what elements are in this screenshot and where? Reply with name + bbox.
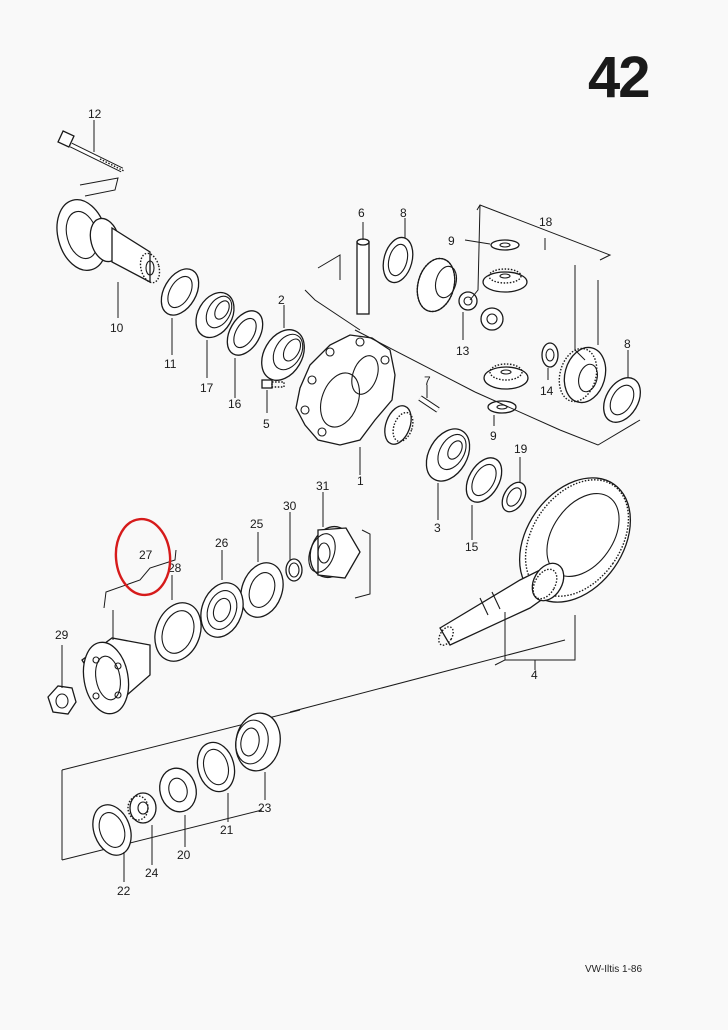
part-9-washer-bottom[interactable] (487, 400, 517, 414)
side-gear-left[interactable] (412, 254, 461, 315)
part-3-bearing[interactable] (418, 421, 479, 488)
callout-10[interactable]: 10 (110, 321, 124, 335)
callout-18[interactable]: 18 (539, 215, 553, 229)
highlight-circle-27 (114, 517, 172, 597)
part-15-ring[interactable] (459, 452, 509, 509)
callout-24[interactable]: 24 (145, 866, 159, 880)
page-number: 42 (588, 45, 650, 110)
callout-16[interactable]: 16 (228, 397, 242, 411)
callout-8-right[interactable]: 8 (624, 337, 631, 351)
part-11-ring[interactable] (154, 262, 207, 321)
part-5-screw[interactable] (261, 379, 285, 389)
part-24-bushing[interactable] (127, 792, 157, 824)
part-29-flange[interactable] (78, 637, 151, 717)
callout-9-top[interactable]: 9 (448, 234, 455, 248)
callout-15[interactable]: 15 (465, 540, 479, 554)
callout-27[interactable]: 27 (139, 548, 153, 562)
callout-7[interactable]: 7 (424, 374, 431, 388)
callout-3[interactable]: 3 (434, 521, 441, 535)
callout-8-top[interactable]: 8 (400, 206, 407, 220)
part-23-bearing[interactable] (231, 710, 284, 775)
callout-17[interactable]: 17 (200, 381, 214, 395)
part-6-shaft[interactable] (356, 238, 370, 315)
part-21-ring[interactable] (192, 738, 240, 796)
part-25-ring[interactable] (234, 557, 291, 623)
part-1-differential-housing[interactable] (295, 334, 417, 448)
callout-21[interactable]: 21 (220, 823, 234, 837)
part-26-bearing[interactable] (194, 577, 251, 643)
part-12-bolt[interactable] (57, 130, 125, 173)
callout-11[interactable]: 11 (164, 357, 177, 371)
callout-22[interactable]: 22 (117, 884, 131, 898)
callout-26[interactable]: 26 (215, 536, 229, 550)
footer-code: VW-Iltis 1-86 (585, 964, 643, 975)
callout-6[interactable]: 6 (358, 206, 365, 220)
part-8-washer-right[interactable] (596, 371, 648, 429)
callout-12[interactable]: 12 (88, 107, 102, 121)
part-9-washer-top[interactable] (490, 239, 520, 251)
part-20-ring[interactable] (155, 764, 201, 816)
part-14-washer[interactable] (541, 342, 559, 368)
callout-31[interactable]: 31 (316, 479, 330, 493)
callout-29[interactable]: 29 (55, 628, 69, 642)
part-28-ring[interactable] (147, 596, 209, 667)
callout-20[interactable]: 20 (177, 848, 191, 862)
side-gear-right[interactable] (554, 343, 612, 407)
callout-4[interactable]: 4 (531, 668, 538, 682)
callout-5[interactable]: 5 (263, 417, 270, 431)
callout-19[interactable]: 19 (514, 442, 528, 456)
pinion-gear-top[interactable] (482, 268, 528, 293)
callout-2[interactable]: 2 (278, 293, 285, 307)
part-19-ring[interactable] (497, 478, 530, 516)
callout-28[interactable]: 28 (168, 561, 182, 575)
callout-14[interactable]: 14 (540, 384, 554, 398)
part-2-bearing[interactable] (253, 322, 313, 388)
part-22-ring[interactable] (86, 799, 138, 860)
part-16-ring[interactable] (220, 305, 270, 362)
part-8-washer-top[interactable] (379, 234, 418, 286)
part-29-nut[interactable] (47, 685, 77, 715)
part-13-washers[interactable] (458, 291, 504, 331)
part-17-bearing[interactable] (188, 286, 241, 345)
callout-1[interactable]: 1 (357, 474, 364, 488)
part-4-ring-and-pinion[interactable] (436, 457, 654, 648)
part-10-flange-shaft[interactable] (50, 194, 163, 285)
callout-25[interactable]: 25 (250, 517, 264, 531)
callout-23[interactable]: 23 (258, 801, 272, 815)
part-31-bearing[interactable] (303, 521, 361, 584)
part-30-ring[interactable] (285, 558, 303, 582)
callout-30[interactable]: 30 (283, 499, 297, 513)
callout-9-bottom[interactable]: 9 (490, 429, 497, 443)
pinion-gear-bottom[interactable] (483, 363, 529, 390)
part-7-pin[interactable] (418, 395, 440, 413)
callout-13[interactable]: 13 (456, 344, 470, 358)
